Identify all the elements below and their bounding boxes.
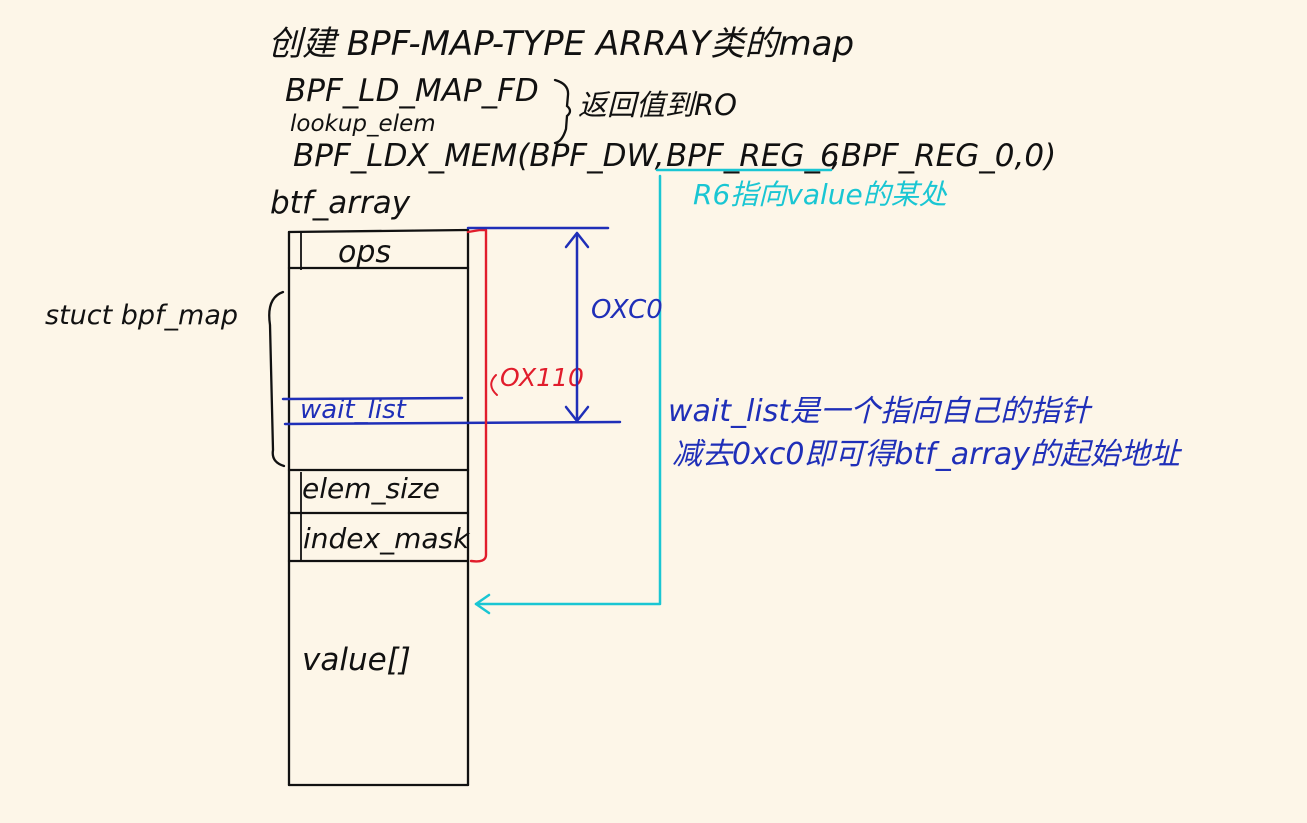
blue-offset-arrow-top xyxy=(564,231,590,249)
struct-brace xyxy=(268,290,286,468)
header-line-4-prefix: BPF_LDX_MEM(BPF_DW, xyxy=(293,138,665,174)
wait-list-field: wait_list xyxy=(300,395,407,425)
reg6-note: R6指向value的某处 xyxy=(693,178,948,211)
wait-list-upper-line xyxy=(281,396,464,401)
red-offset-brace xyxy=(490,374,498,396)
brace-shape xyxy=(553,78,572,145)
ops-field: ops xyxy=(338,235,391,270)
box-top-edge xyxy=(287,228,470,234)
header-line-2: BPF_LD_MAP_FD xyxy=(285,73,539,109)
blue-offset-label: OXC0 xyxy=(591,295,663,325)
btf-array-box xyxy=(287,228,470,787)
reg6-pointer-line xyxy=(474,174,662,606)
red-offset-label: OX110 xyxy=(500,363,584,392)
index-mask-field: index_mask xyxy=(303,522,471,555)
btf-array-label: btf_array xyxy=(270,185,411,221)
reg6-pointer-arrowhead xyxy=(474,593,491,615)
return-brace xyxy=(553,78,572,145)
header-line-4-reg6: BPF_REG_6 xyxy=(666,138,840,174)
return-note: 返回值到RO xyxy=(578,88,737,122)
header-line-1: 创建 BPF-MAP-TYPE ARRAY类的map xyxy=(268,24,854,64)
value-array-field: value[] xyxy=(302,642,411,678)
header-line-4-suffix: ,BPF_REG_0,0) xyxy=(831,138,1056,174)
wait-list-note-line-1: wait_list是一个指向自己的指针 xyxy=(668,394,1093,429)
header-line-3: lookup_elem xyxy=(290,111,436,137)
struct-bpf-map-label: stuct bpf_map xyxy=(45,300,238,331)
red-offset-bracket xyxy=(466,228,488,563)
blue-offset-arrow-bottom xyxy=(564,405,590,423)
wait-list-note-line-2: 减去0xc0即可得btf_array的起始地址 xyxy=(672,437,1183,472)
wait-list-offset-line xyxy=(283,420,622,426)
elem-size-field: elem_size xyxy=(302,472,440,505)
